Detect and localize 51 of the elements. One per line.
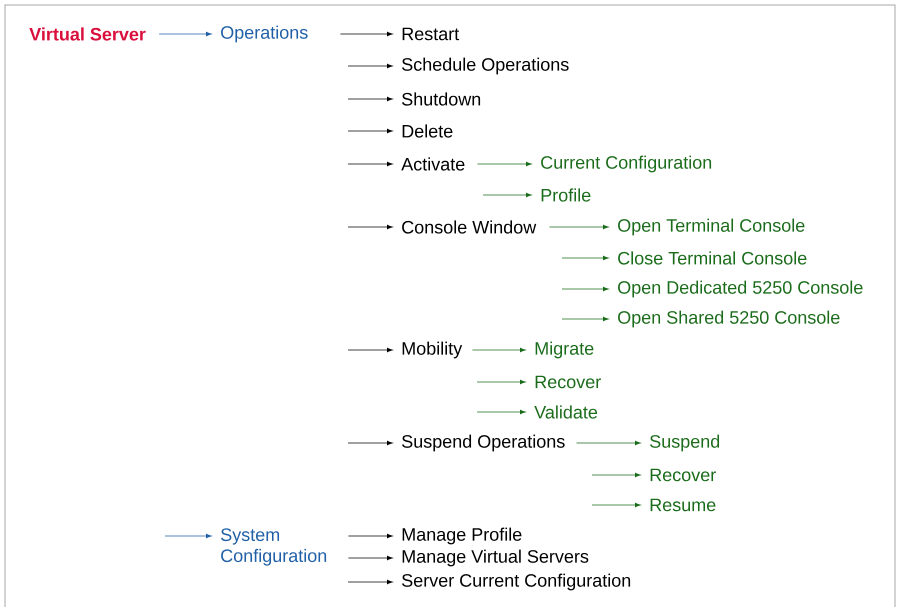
arrow <box>592 472 641 478</box>
arrow <box>592 502 641 508</box>
arrow <box>476 380 526 384</box>
menu-item: Console Window <box>402 220 536 234</box>
menu-item: Delete <box>402 124 452 138</box>
menu-item: Activate <box>401 157 464 171</box>
menu-item: Close Terminal Console <box>618 251 806 265</box>
menu-item: Restart <box>402 28 460 40</box>
arrow <box>164 534 212 538</box>
menu-item: Shutdown <box>402 92 480 106</box>
menu-item: Manage Virtual Servers <box>402 550 588 566</box>
arrow <box>158 32 212 36</box>
arrow <box>340 32 393 36</box>
menu-item: Open Dedicated 5250 Console <box>618 280 862 298</box>
arrow <box>477 162 532 166</box>
menu-item: Resume <box>650 498 716 512</box>
arrow <box>348 64 393 68</box>
menu-item: Current Configuration <box>541 156 712 172</box>
arrow <box>348 96 393 102</box>
menu-item: Schedule Operations <box>402 58 569 74</box>
arrow <box>348 440 393 446</box>
arrow <box>348 534 393 538</box>
menu-item: Validate <box>534 405 598 419</box>
menu-item: Virtual Server <box>29 27 146 41</box>
arrow <box>576 440 641 446</box>
menu-item: Suspend <box>650 434 720 452</box>
menu-item: Recover <box>536 376 601 388</box>
arrow <box>348 224 393 230</box>
arrow <box>472 348 526 352</box>
arrow <box>348 128 393 134</box>
arrow <box>482 192 532 198</box>
menu-item: Open Shared 5250 Console <box>618 310 840 328</box>
arrow <box>562 286 609 292</box>
arrow <box>476 410 526 414</box>
menu-item: Open Terminal Console <box>618 218 804 236</box>
menu-item: Migrate <box>536 342 594 358</box>
menu-item: Mobility <box>402 342 462 358</box>
menu-item: Server Current Configuration <box>402 574 630 590</box>
arrow <box>562 316 609 322</box>
arrow <box>348 348 393 352</box>
menu-item: System Configuration <box>221 528 326 566</box>
arrow <box>562 256 609 260</box>
arrow <box>348 580 393 584</box>
menu-item: Operations <box>221 26 308 42</box>
menu-item: Manage Profile <box>402 528 522 544</box>
menu-item: Profile <box>542 188 590 202</box>
menu-item: Recover <box>650 468 716 482</box>
arrow <box>348 556 393 560</box>
menu-item: Suspend Operations <box>402 434 565 452</box>
arrow <box>549 224 609 230</box>
arrow <box>348 162 393 166</box>
